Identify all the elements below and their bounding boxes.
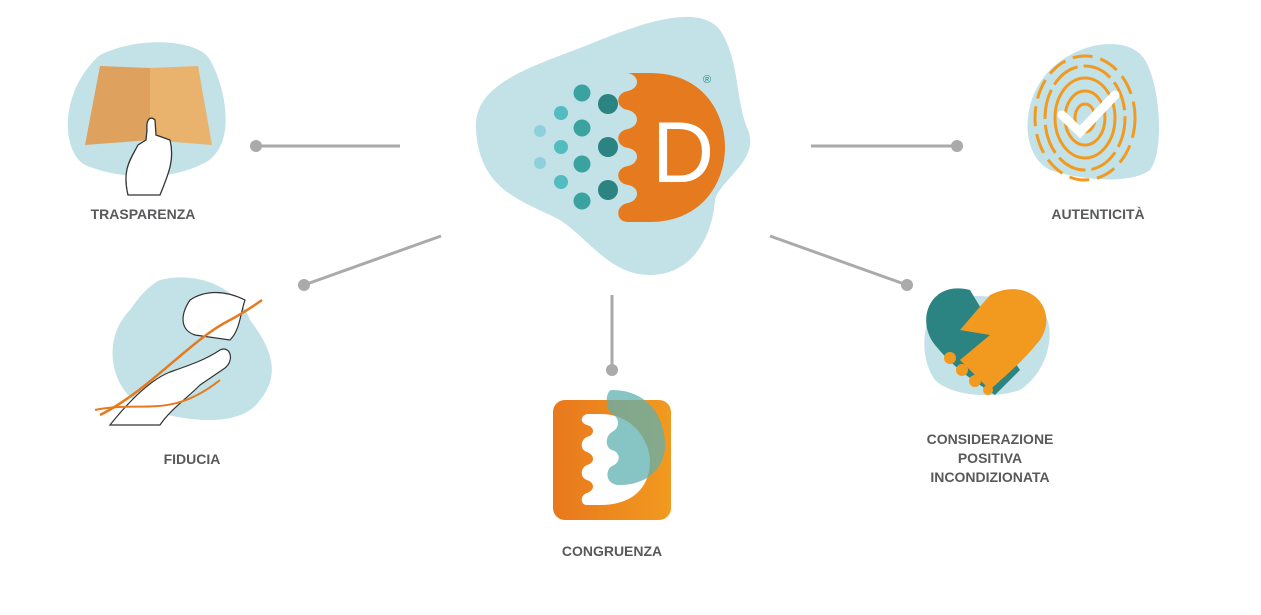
center-logo: D ® — [475, 16, 751, 276]
label-line: POSITIVA — [957, 450, 1023, 466]
label-congruenza: CONGRUENZA — [561, 543, 663, 559]
connector-dot — [901, 279, 913, 291]
registered-mark: ® — [703, 74, 711, 86]
fingerprint-check-icon — [1027, 43, 1160, 182]
connector-fiducia — [303, 234, 442, 287]
connector-considerazione — [769, 234, 908, 287]
congruence-logo-icon — [553, 390, 671, 520]
open-book-hand-icon — [67, 42, 226, 196]
helping-hands-icon — [94, 277, 272, 426]
connectors — [250, 140, 963, 376]
connector-dot — [298, 279, 310, 291]
label-line: INCONDIZIONATA — [930, 469, 1050, 485]
connector-dot — [951, 140, 963, 152]
label-trasparenza: TRASPARENZA — [90, 206, 196, 222]
label-fiducia: FIDUCIA — [163, 451, 221, 467]
connector-dot — [250, 140, 262, 152]
label-autenticita: AUTENTICITÀ — [1051, 206, 1145, 222]
handshake-heart-icon — [924, 288, 1050, 396]
connector-dot — [606, 364, 618, 376]
logo-d-shape — [618, 73, 725, 222]
label-line: CONSIDERAZIONE — [926, 431, 1054, 447]
logo-letter: D — [652, 105, 714, 201]
label-considerazione: CONSIDERAZIONE POSITIVA INCONDIZIONATA — [927, 430, 1054, 487]
dots-pattern-icon — [534, 84, 618, 210]
